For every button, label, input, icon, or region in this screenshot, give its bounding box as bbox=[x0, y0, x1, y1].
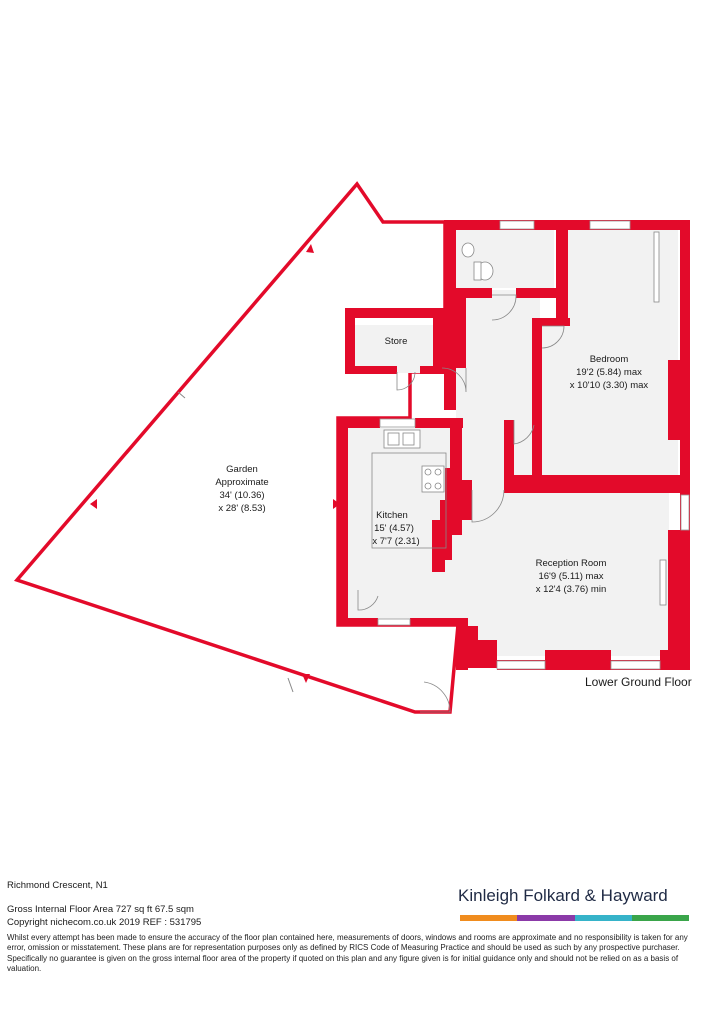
svg-text:Garden: Garden bbox=[226, 464, 258, 475]
floor-area-text: Gross Internal Floor Area 727 sq ft 67.5… bbox=[7, 904, 194, 915]
brand-color-bar bbox=[460, 915, 689, 921]
svg-text:16'9 (5.11) max: 16'9 (5.11) max bbox=[538, 571, 603, 582]
brand-bar-green bbox=[631, 915, 689, 921]
arrow-icon bbox=[302, 674, 310, 683]
copyright-text: Copyright nichecom.co.uk 2019 REF : 5317… bbox=[7, 917, 202, 928]
svg-text:19'2 (5.84) max: 19'2 (5.84) max bbox=[576, 367, 642, 378]
svg-text:Kitchen: Kitchen bbox=[376, 510, 408, 521]
arrow-icon bbox=[90, 499, 97, 509]
svg-text:x 12'4 (3.76) min: x 12'4 (3.76) min bbox=[536, 584, 606, 595]
brand-bar-purple bbox=[517, 915, 575, 921]
room-garden: Garden Approximate 34' (10.36) x 28' (8.… bbox=[215, 464, 268, 514]
svg-text:Store: Store bbox=[385, 336, 408, 347]
room-store: Store bbox=[385, 336, 408, 347]
svg-text:15' (4.57): 15' (4.57) bbox=[374, 523, 414, 534]
floor-plan: Garden Approximate 34' (10.36) x 28' (8.… bbox=[13, 181, 690, 714]
svg-text:x 7'7 (2.31): x 7'7 (2.31) bbox=[372, 536, 419, 547]
svg-text:Bedroom: Bedroom bbox=[590, 354, 629, 365]
hob-icon bbox=[421, 465, 445, 493]
arrow-icon bbox=[333, 499, 340, 509]
svg-text:x 10'10 (3.30) max: x 10'10 (3.30) max bbox=[570, 380, 649, 391]
room-reception: Reception Room 16'9 (5.11) max x 12'4 (3… bbox=[536, 558, 607, 595]
room-bedroom: Bedroom 19'2 (5.84) max x 10'10 (3.30) m… bbox=[570, 354, 649, 391]
floor-label: Lower Ground Floor bbox=[585, 675, 692, 689]
svg-text:x 28' (8.53): x 28' (8.53) bbox=[218, 503, 265, 514]
room-kitchen: Kitchen 15' (4.57) x 7'7 (2.31) bbox=[372, 510, 419, 547]
sink-icon bbox=[387, 432, 400, 446]
arrow-icon bbox=[306, 244, 314, 253]
doors bbox=[357, 294, 565, 713]
fixtures bbox=[371, 231, 667, 606]
windows bbox=[377, 220, 690, 670]
brand-logo-text: Kinleigh Folkard & Hayward bbox=[458, 886, 668, 905]
svg-text:Approximate: Approximate bbox=[215, 477, 268, 488]
basin-icon bbox=[461, 242, 475, 258]
property-address: Richmond Crescent, N1 bbox=[7, 880, 108, 891]
disclaimer-text: Whilst every attempt has been made to en… bbox=[7, 933, 688, 974]
brand-bar-orange bbox=[460, 915, 518, 921]
svg-text:Reception Room: Reception Room bbox=[536, 558, 607, 569]
brand-bar-teal bbox=[574, 915, 632, 921]
walls bbox=[338, 220, 690, 670]
floor-area bbox=[346, 230, 678, 656]
svg-text:34' (10.36): 34' (10.36) bbox=[219, 490, 264, 501]
